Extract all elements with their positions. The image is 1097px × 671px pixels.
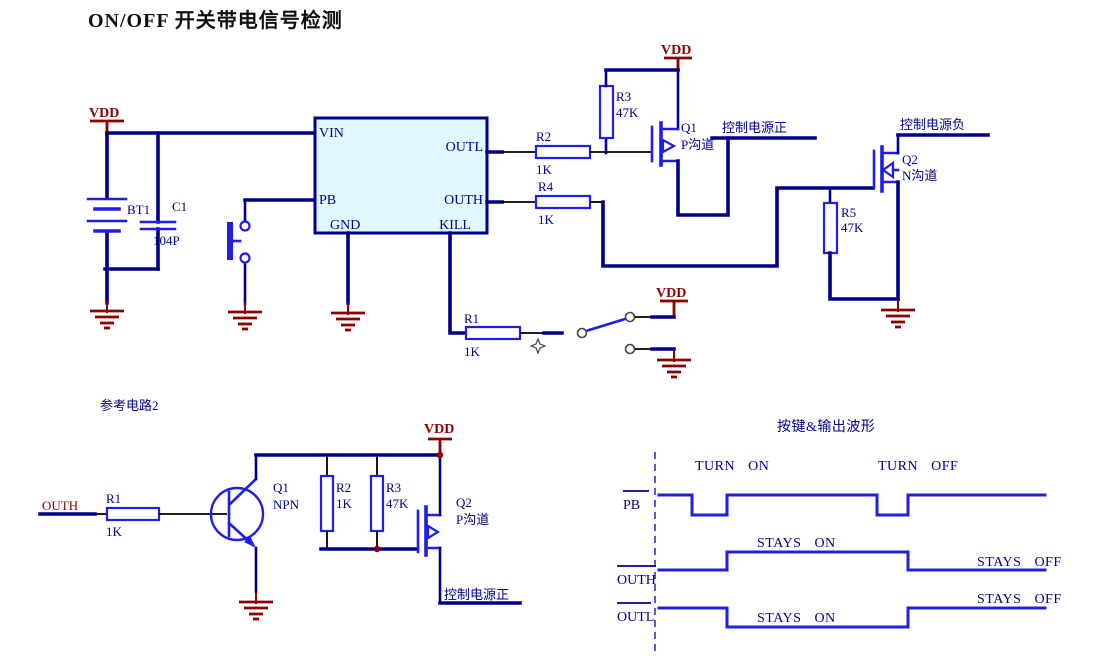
ic-pin-vin: VIN <box>319 126 344 141</box>
ic-block: VIN PB GND OUTL OUTH KILL <box>313 116 489 235</box>
spdt-switch <box>576 311 636 355</box>
q1-drain-wire <box>676 136 730 217</box>
vdd-symbol: VDD <box>656 286 688 316</box>
transistor-ref-label: Q1 <box>681 120 697 135</box>
ref-circuit-2: 参考电路2 OUTH R1 1K Q1 NPN R2 1K <box>38 398 522 621</box>
annotation-stays-off: STAYS OFF <box>977 555 1062 570</box>
net-label-ctrl-pos: 控制电源正 <box>722 120 787 135</box>
resistor-ref-label: R5 <box>841 205 856 220</box>
ref-circuit-caption: 参考电路2 <box>100 398 159 413</box>
resistor-value-label: 1K <box>464 344 481 359</box>
junction-dot <box>373 545 381 553</box>
annotation-turn-off: TURN OFF <box>878 459 958 474</box>
vdd-symbol: VDD <box>424 422 454 459</box>
ground-icon <box>879 298 917 329</box>
battery-ref-label: BT1 <box>127 202 150 217</box>
main-resistor-r4: R4 1K <box>534 179 592 227</box>
resistor-value-label: 1K <box>538 212 555 227</box>
resistor-ref-label: R2 <box>336 480 351 495</box>
annotation-turn-on: TURN ON <box>695 459 769 474</box>
main-resistor-r2: R2 1K <box>534 129 592 177</box>
transistor-type-label: P沟道 <box>456 512 489 527</box>
vdd-symbol: VDD <box>661 43 692 70</box>
resistor-value-label: 47K <box>841 220 864 235</box>
transistor-type-label: N沟道 <box>902 168 937 183</box>
outl-waveform <box>657 606 1047 629</box>
transistor-ref-label: Q1 <box>273 480 289 495</box>
vdd-label: VDD <box>89 106 119 121</box>
capacitor-c1: C1 104P <box>139 199 187 248</box>
npn-transistor-q1: Q1 NPN <box>209 477 300 548</box>
push-button <box>227 198 317 306</box>
ref-mosfet-q2: Q2 P沟道 <box>416 495 489 557</box>
annotation-stays-off: STAYS OFF <box>977 592 1062 607</box>
resistor-ref-label: R1 <box>464 311 479 326</box>
annotation-stays-on: STAYS ON <box>757 536 836 551</box>
ic-pin-pb: PB <box>319 193 336 208</box>
resistor-ref-label: R4 <box>538 179 554 194</box>
waveform-panel: 按键&输出波形 PB TURN ON TURN OFF OUTH STAYS O… <box>617 419 1062 652</box>
transistor-type-label: NPN <box>273 497 300 512</box>
resistor-ref-label: R3 <box>386 480 401 495</box>
annotation-stays-on: STAYS ON <box>757 611 836 626</box>
kill-network: R1 1K VDD <box>448 231 693 379</box>
resistor-ref-label: R2 <box>536 129 551 144</box>
main-circuit: VDD BT1 C1 104P <box>86 43 990 379</box>
outh-waveform <box>657 550 1047 572</box>
resistor-value-label: 47K <box>386 496 409 511</box>
vdd-symbol: VDD <box>89 106 124 134</box>
mosfet-q1: Q1 P沟道 <box>650 68 714 167</box>
outl-network: R2 1K R3 47K VDD <box>485 43 817 217</box>
transistor-ref-label: Q2 <box>456 495 472 510</box>
battery-bt1: BT1 <box>86 197 150 233</box>
mosfet-q2: Q2 N沟道 <box>872 145 937 193</box>
ref-resistor-r3: R3 47K <box>369 455 409 549</box>
cap-value-label: 104P <box>153 233 180 248</box>
vdd-label: VDD <box>661 43 691 58</box>
resistor-value-label: 1K <box>536 162 553 177</box>
resistor-ref-label: R3 <box>616 89 631 104</box>
ground-icon <box>655 348 693 379</box>
main-resistor-r5: R5 47K <box>822 201 864 255</box>
ic-pin-gnd: GND <box>330 218 360 233</box>
resistor-value-label: 47K <box>616 105 639 120</box>
ground-icon <box>226 300 264 331</box>
vdd-label: VDD <box>656 286 686 301</box>
pb-waveform <box>657 493 1047 517</box>
outh-network: R4 1K R5 47K Q2 N沟道 <box>485 117 990 329</box>
resistor-value-label: 1K <box>106 524 123 539</box>
ground-icon <box>237 590 275 621</box>
ic-pin-outh: OUTH <box>444 193 483 208</box>
main-wires <box>103 131 317 305</box>
transistor-type-label: P沟道 <box>681 137 714 152</box>
cap-ref-label: C1 <box>172 199 187 214</box>
ic-pin-kill: KILL <box>439 218 471 233</box>
net-label-ctrl-neg: 控制电源负 <box>900 117 965 132</box>
main-resistor-r3: R3 47K <box>598 84 639 140</box>
resistor-value-label: 1K <box>336 496 353 511</box>
signal-label-outh: OUTH <box>617 573 656 588</box>
ic-pin-outl: OUTL <box>446 140 483 155</box>
ref-resistor-r2: R2 1K <box>319 455 353 549</box>
cursor-marker-icon <box>529 337 547 355</box>
ground-icon <box>88 299 126 330</box>
resistor-ref-label: R1 <box>106 491 121 506</box>
waveform-title: 按键&输出波形 <box>777 419 875 435</box>
net-label-outh: OUTH <box>42 498 78 513</box>
signal-label-outl: OUTL <box>617 610 654 625</box>
transistor-ref-label: Q2 <box>902 152 918 167</box>
signal-label-pb: PB <box>623 498 640 513</box>
main-resistor-r1: R1 1K <box>464 311 522 359</box>
net-label-ctrl-pos: 控制电源正 <box>444 587 509 602</box>
ground-icon <box>329 301 367 332</box>
ref-resistor-r1: R1 1K <box>105 491 161 539</box>
vdd-label: VDD <box>424 422 454 437</box>
page-title: ON/OFF 开关带电信号检测 <box>88 8 343 32</box>
